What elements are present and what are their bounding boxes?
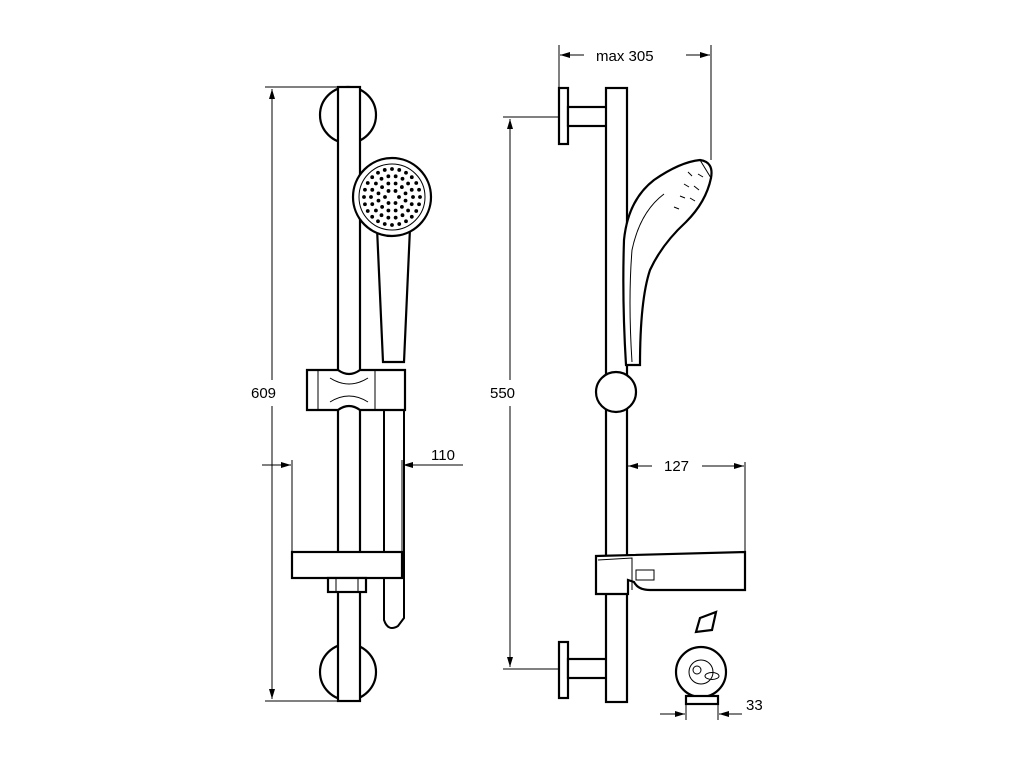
spray-nozzle <box>370 187 375 192</box>
side-handshower <box>622 158 713 367</box>
spray-nozzle <box>382 222 387 226</box>
spray-nozzle <box>409 187 414 192</box>
front-slider-holder <box>305 368 407 412</box>
spray-nozzle <box>409 214 414 219</box>
spray-nozzle <box>399 185 404 189</box>
spray-nozzle <box>403 198 408 203</box>
spray-nozzle <box>369 195 373 199</box>
spray-nozzle <box>379 213 384 218</box>
spray-nozzle <box>370 175 375 180</box>
spray-nozzle <box>365 181 370 185</box>
spray-nozzle <box>397 222 402 226</box>
spray-nozzle <box>390 223 394 227</box>
spray-nozzle <box>393 215 398 220</box>
side-top-wall-plate <box>557 86 570 146</box>
spray-nozzle <box>404 170 408 175</box>
spray-nozzle <box>376 198 381 203</box>
side-slider-knob <box>594 370 638 414</box>
spray-nozzle <box>417 202 421 207</box>
spray-nozzle <box>362 195 366 199</box>
spray-nozzle <box>409 202 414 207</box>
spray-nozzle <box>363 202 367 207</box>
spray-nozzle <box>393 189 398 193</box>
front-handshower-handle <box>375 226 412 364</box>
spray-nozzle <box>380 205 385 209</box>
spray-nozzle <box>386 174 391 179</box>
front-spray-plate <box>358 163 426 231</box>
spray-nozzle <box>406 181 410 186</box>
dimension-holder-projection-side: 127 <box>664 458 689 475</box>
spray-nozzle <box>365 209 370 213</box>
spray-nozzle <box>414 181 419 185</box>
front-hose <box>383 410 405 629</box>
spray-nozzle <box>363 187 367 192</box>
dimension-rail-fixing-distance: 550 <box>490 385 515 402</box>
spray-nozzle <box>414 209 419 213</box>
front-soap-dish <box>290 550 404 580</box>
spray-nozzle <box>386 201 391 205</box>
spray-nozzle <box>386 208 391 213</box>
spray-nozzle <box>370 214 375 219</box>
spray-nozzle <box>418 195 422 199</box>
spray-nozzle <box>390 167 394 171</box>
dimension-hose-clip-depth: 33 <box>746 697 763 714</box>
spray-nozzle <box>404 219 408 224</box>
spray-nozzle <box>382 168 387 172</box>
spray-nozzle <box>383 195 387 199</box>
spray-nozzle <box>400 204 404 209</box>
spray-nozzle <box>411 195 415 199</box>
spray-nozzle <box>393 174 398 179</box>
hose-clip-base <box>684 694 720 706</box>
spray-nozzle <box>397 168 402 172</box>
spray-nozzle <box>393 208 398 213</box>
front-dimensions: 609 110 <box>251 86 463 702</box>
side-view <box>557 86 747 706</box>
front-hose-connector <box>326 576 368 594</box>
side-bottom-bracket-arm <box>566 657 611 680</box>
spray-nozzle <box>393 201 398 205</box>
spray-nozzle <box>409 175 414 180</box>
spray-nozzle <box>403 191 408 196</box>
spray-nozzle <box>386 189 391 193</box>
spray-nozzle <box>374 181 378 186</box>
dimension-overall-height: 609 <box>251 385 276 402</box>
spray-nozzle <box>374 208 378 213</box>
side-soap-dish <box>594 550 747 596</box>
spray-nozzle <box>379 176 384 181</box>
spray-nozzle <box>386 215 391 220</box>
spray-nozzle <box>400 213 405 218</box>
spray-nozzle <box>400 176 405 181</box>
dimension-holder-offset-front: 110 <box>431 447 455 464</box>
spray-nozzle <box>406 208 410 213</box>
spray-nozzle <box>386 181 391 186</box>
spray-nozzle <box>417 187 421 192</box>
spray-nozzle <box>393 181 398 186</box>
spray-nozzle <box>376 170 380 175</box>
side-dimensions: max 305 550 127 33 <box>490 45 763 720</box>
side-top-bracket-arm <box>566 105 611 128</box>
hose-clip-hose <box>694 610 718 634</box>
spray-nozzle <box>376 191 381 196</box>
spray-nozzles <box>362 167 422 227</box>
side-bottom-wall-plate <box>557 640 570 700</box>
spray-nozzle <box>376 219 380 224</box>
spray-nozzle <box>380 185 384 190</box>
spray-nozzle <box>370 202 375 207</box>
front-view <box>290 85 433 703</box>
spray-nozzle <box>397 195 401 199</box>
dimension-max-projection: max 305 <box>596 48 654 65</box>
